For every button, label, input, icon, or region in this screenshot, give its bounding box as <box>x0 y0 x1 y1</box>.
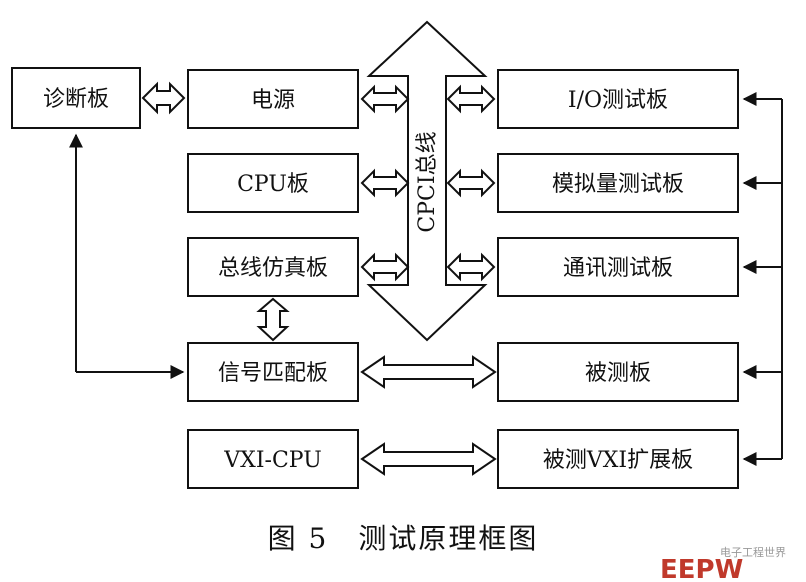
signal-match-board-label: 信号匹配板 <box>218 361 328 386</box>
watermark: EEPW 电子工程世界 <box>660 546 786 582</box>
dut-vxi-board-box: 被测VXI扩展板 <box>497 429 739 489</box>
cpu-board-box: CPU板 <box>187 153 359 213</box>
signal-match-board-box: 信号匹配板 <box>187 342 359 402</box>
watermark-logo: EEPW <box>660 555 743 582</box>
bus-sim-board-label: 总线仿真板 <box>218 256 328 281</box>
power-label: 电源 <box>251 88 295 113</box>
bus-io-arrow <box>446 84 496 114</box>
bus-comm-arrow <box>446 252 496 282</box>
comm-test-board-label: 通讯测试板 <box>563 256 673 281</box>
bus-sim-signal-match-arrow <box>256 297 290 342</box>
io-test-board-label: I/O测试板 <box>568 88 668 113</box>
power-box: 电源 <box>187 69 359 129</box>
dut-board-box: 被测板 <box>497 342 739 402</box>
cpu-bus-arrow <box>360 168 410 198</box>
dut-vxi-board-label: 被测VXI扩展板 <box>543 448 693 473</box>
right-feedback-bus <box>742 92 783 466</box>
cpu-board-label: CPU板 <box>237 172 309 197</box>
cpci-bus-arrow: CPCI总线 <box>366 20 488 342</box>
bus-sim-board-box: 总线仿真板 <box>187 237 359 297</box>
diagnostic-board-box: 诊断板 <box>11 67 141 129</box>
vxi-cpu-dut-vxi-arrow <box>360 442 497 476</box>
io-test-board-box: I/O测试板 <box>497 69 739 129</box>
diagnostic-power-arrow <box>141 81 186 115</box>
diagnostic-board-label: 诊断板 <box>43 87 109 112</box>
analog-test-board-box: 模拟量测试板 <box>497 153 739 213</box>
vxi-cpu-box: VXI-CPU <box>187 429 359 489</box>
figure-caption: 图 5 测试原理框图 <box>268 522 539 555</box>
power-bus-arrow <box>360 84 410 114</box>
dut-board-label: 被测板 <box>585 361 651 386</box>
comm-test-board-box: 通讯测试板 <box>497 237 739 297</box>
bus-analog-arrow <box>446 168 496 198</box>
watermark-text: 电子工程世界 <box>720 546 786 559</box>
signal-match-dut-arrow <box>360 355 497 389</box>
bus-sim-bus-arrow <box>360 252 410 282</box>
diagnostic-signal-match-link <box>69 133 185 379</box>
cpci-bus-label: CPCI总线 <box>415 131 440 232</box>
vxi-cpu-label: VXI-CPU <box>223 448 321 473</box>
analog-test-board-label: 模拟量测试板 <box>552 172 684 197</box>
